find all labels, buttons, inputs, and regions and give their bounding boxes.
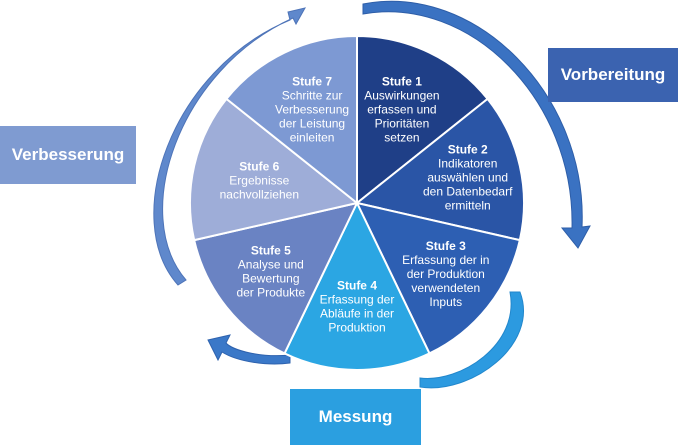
phase-box-verbesserung: Verbesserung <box>0 126 136 184</box>
stage-wedge-6 <box>189 97 360 242</box>
stage-text-line: erfassen und <box>367 103 436 117</box>
stage-text-line: Prioritäten <box>375 117 430 131</box>
arrow-messung <box>419 291 524 389</box>
stage-text-line: Ergebnisse <box>229 174 289 188</box>
stage-text-line: Inputs <box>429 295 462 309</box>
phase-label-verbesserung: Verbesserung <box>11 145 125 164</box>
stage-text-line: setzen <box>384 131 419 145</box>
stage-text-line: Schritte zur <box>282 89 343 103</box>
stage-text-line: nachvollziehen <box>220 188 299 202</box>
stage-text-line: Bewertung <box>242 272 299 286</box>
arrow-verbesserung-bottom <box>207 334 291 365</box>
stage-title-7: Stufe 7 <box>292 75 332 89</box>
stage-title-4: Stufe 4 <box>337 279 377 293</box>
cycle-arrows <box>153 0 591 389</box>
stage-text-line: der Leistung <box>279 117 345 131</box>
stage-text-line: Verbesserung <box>275 103 349 117</box>
phase-box-vorbereitung: Vorbereitung <box>548 48 678 102</box>
stage-title-3: Stufe 3 <box>426 239 466 253</box>
stage-wedge-2 <box>354 97 525 242</box>
stage-text-line: einleiten <box>290 131 335 145</box>
stage-wedge-1 <box>356 34 489 206</box>
stage-wheel <box>189 34 525 371</box>
phase-label-vorbereitung: Vorbereitung <box>560 65 666 84</box>
stage-text-line: Erfassung der in <box>402 253 489 267</box>
stage-title-2: Stufe 2 <box>448 143 488 157</box>
stage-text-line: Abläufe in der <box>320 307 394 321</box>
stage-text-line: Indikatoren <box>438 157 497 171</box>
phase-label-messung: Messung <box>318 407 393 426</box>
phase-box-messung: Messung <box>290 389 421 445</box>
stage-text-line: der Produktion <box>407 267 485 281</box>
stage-text-line: den Datenbedarf <box>423 185 513 199</box>
arrow-vorbereitung <box>362 0 591 249</box>
stage-text-line: Erfassung der <box>320 293 395 307</box>
stage-title-1: Stufe 1 <box>382 75 422 89</box>
stage-text-line: auswählen und <box>427 171 508 185</box>
stage-wedge-3 <box>355 201 522 355</box>
arrow-verbesserung-top <box>153 7 306 286</box>
stage-text-line: der Produkte <box>236 286 305 300</box>
stage-title-5: Stufe 5 <box>251 244 291 258</box>
stage-wedge-4 <box>283 200 431 371</box>
stage-text-line: ermitteln <box>445 199 491 213</box>
stage-title-6: Stufe 6 <box>239 160 279 174</box>
stage-text-line: Analyse und <box>238 258 304 272</box>
stage-wedge-7 <box>225 34 358 206</box>
stage-text-line: verwendeten <box>411 281 480 295</box>
stage-text-line: Produktion <box>328 321 385 335</box>
stage-wedge-5 <box>192 201 359 355</box>
stage-text-line: Auswirkungen <box>364 89 439 103</box>
